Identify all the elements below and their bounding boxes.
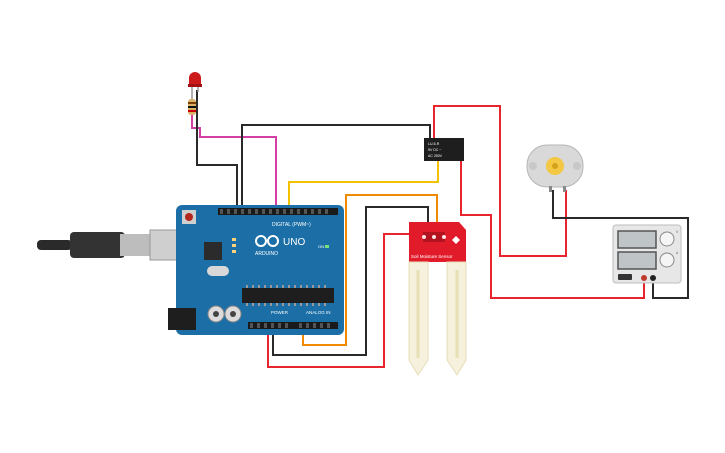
arduino-uno-board[interactable]: DIGITAL (PWM~) UNO ARDUINO ON bbox=[168, 205, 344, 335]
terminal-positive[interactable] bbox=[650, 275, 656, 281]
digital-label: DIGITAL (PWM~) bbox=[272, 222, 311, 228]
voltage-knob-icon[interactable] bbox=[659, 231, 675, 247]
relay-text-3: AC 250V bbox=[428, 154, 443, 158]
power-jack[interactable] bbox=[168, 308, 196, 330]
on-label: ON bbox=[318, 244, 324, 249]
wire-gnd-to-relay bbox=[241, 124, 431, 210]
wire-relay-to-motor bbox=[433, 105, 567, 257]
knob-label-a: A bbox=[676, 251, 679, 255]
relay-text-1: LU-5-R bbox=[428, 142, 440, 146]
wire-relay-signal bbox=[288, 160, 439, 210]
led-icon bbox=[189, 72, 201, 84]
power-label: POWER bbox=[271, 310, 289, 315]
power-analog-header bbox=[248, 322, 338, 329]
sensor-logo-icon bbox=[452, 236, 460, 244]
terminal-negative[interactable] bbox=[641, 275, 647, 281]
wire-led-ground bbox=[196, 90, 238, 210]
knob-label-v: V bbox=[676, 230, 679, 234]
arduino-logo-icon bbox=[255, 235, 279, 247]
power-switch[interactable] bbox=[618, 274, 632, 280]
power-supply[interactable]: V A bbox=[612, 224, 682, 284]
usb-cable[interactable] bbox=[37, 229, 183, 261]
analog-label: ANALOG IN bbox=[306, 310, 331, 315]
board-pcb bbox=[176, 205, 344, 335]
soil-moisture-sensor[interactable]: Soil Moisture Sensor bbox=[408, 222, 467, 376]
wire-sensor-gnd bbox=[272, 206, 429, 356]
led-component[interactable] bbox=[188, 72, 202, 115]
current-display bbox=[617, 251, 657, 270]
crystal bbox=[207, 266, 229, 276]
relay-body bbox=[424, 138, 464, 161]
relay-text-2: 5V DC ~ bbox=[428, 148, 441, 152]
wire-sensor-sig bbox=[302, 194, 438, 346]
wire-relay-to-supply bbox=[460, 160, 645, 299]
dc-motor[interactable] bbox=[526, 144, 584, 192]
current-knob-icon[interactable] bbox=[659, 252, 675, 268]
wire-motor-to-supply bbox=[552, 190, 689, 299]
sensor-label: Soil Moisture Sensor bbox=[411, 254, 453, 259]
voltage-display bbox=[617, 230, 657, 249]
wire-led-to-pin bbox=[191, 112, 277, 210]
board-model: UNO bbox=[283, 237, 305, 248]
wires bbox=[191, 90, 689, 368]
board-brand: ARDUINO bbox=[255, 251, 278, 257]
atmega-chip bbox=[242, 288, 334, 303]
relay-module[interactable]: LU-5-R 5V DC ~ AC 250V bbox=[424, 138, 464, 161]
